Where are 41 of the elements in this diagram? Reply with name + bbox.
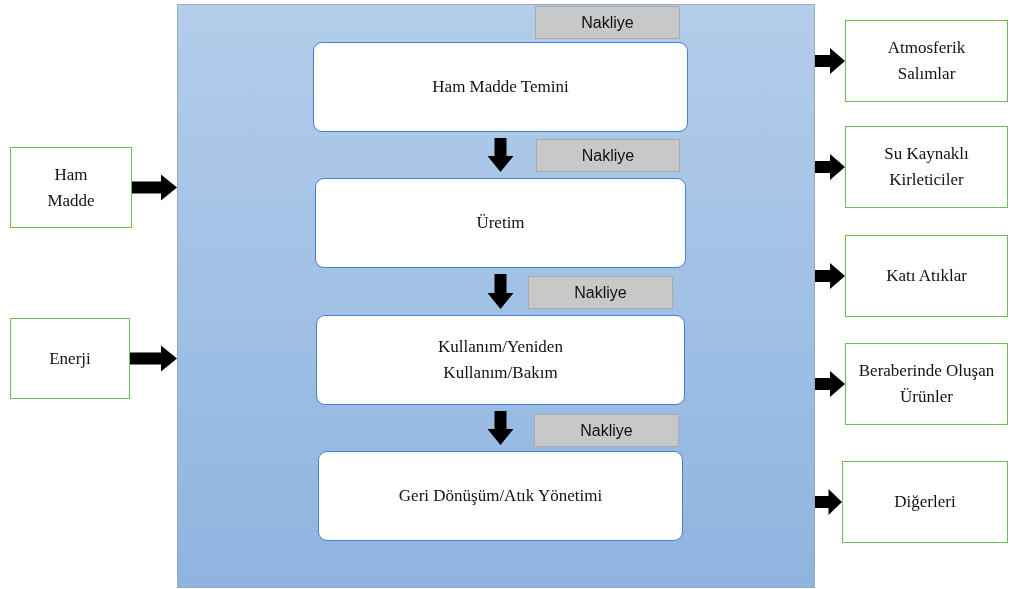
output-box — [845, 126, 1008, 208]
box-label: Kullanım/Yeniden Kullanım/Bakım — [437, 336, 564, 384]
process-box — [315, 178, 686, 268]
box-label: Katı Atıklar — [886, 265, 967, 287]
box-label: Nakliye — [574, 282, 627, 303]
transport-box — [535, 6, 680, 39]
box-label: Diğerleri — [894, 491, 956, 513]
process-box — [316, 315, 685, 405]
block-arrow — [487, 274, 514, 309]
output-box — [842, 461, 1008, 543]
box-label: Nakliye — [580, 420, 633, 441]
box-label: Beraberinde Oluşan Ürünler — [857, 360, 996, 408]
block-arrow — [130, 345, 177, 372]
output-box — [845, 235, 1008, 317]
block-arrow — [815, 489, 842, 515]
block-arrow — [815, 263, 845, 289]
block-arrow — [815, 48, 845, 74]
output-box — [845, 20, 1008, 102]
box-label: Üretim — [476, 212, 525, 234]
input-box — [10, 147, 132, 228]
transport-box — [534, 414, 679, 447]
box-label: Geri Dönüşüm/Atık Yönetimi — [398, 485, 603, 507]
transport-box — [528, 276, 673, 309]
box-label: Nakliye — [581, 145, 635, 166]
block-arrow — [815, 371, 845, 397]
block-arrow — [815, 154, 845, 180]
process-box — [313, 42, 688, 132]
output-box — [845, 343, 1008, 425]
box-label: Atmosferik Salımlar — [886, 37, 967, 85]
background-panel — [177, 4, 815, 588]
block-arrow — [487, 138, 514, 172]
box-label: Enerji — [49, 347, 91, 370]
box-label: Nakliye — [581, 12, 634, 33]
box-label: Ham Madde Temini — [432, 76, 569, 98]
process-box — [318, 451, 683, 541]
input-box — [10, 318, 130, 399]
block-arrow — [132, 174, 177, 201]
block-arrow — [487, 411, 514, 445]
box-label: Su Kaynaklı Kirleticiler — [883, 143, 970, 191]
box-label: Ham Madde — [46, 163, 96, 212]
transport-box — [536, 139, 680, 172]
